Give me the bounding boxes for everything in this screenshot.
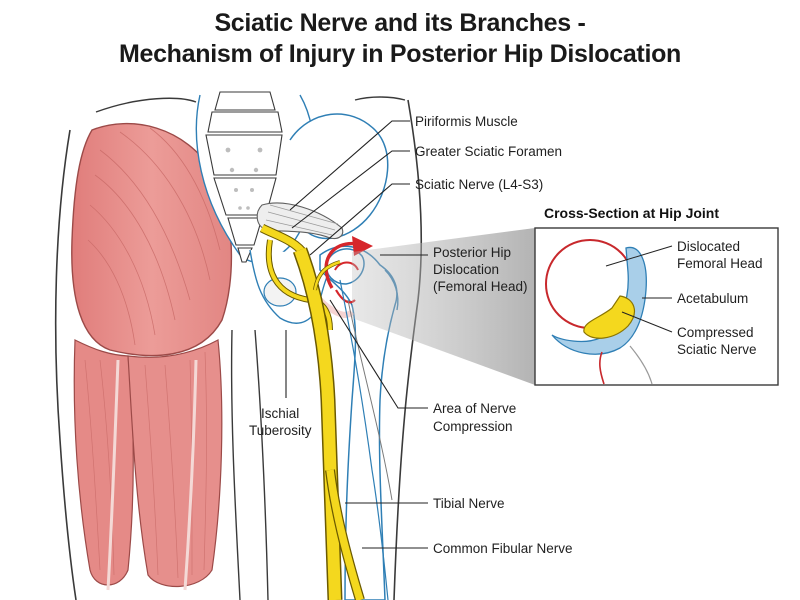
label-dislocation-3: (Femoral Head) bbox=[433, 279, 528, 294]
dislocation-arrow bbox=[324, 236, 373, 289]
label-sciatic-nerve: Sciatic Nerve (L4-S3) bbox=[415, 177, 543, 192]
inset-label-femoral-1: Dislocated bbox=[677, 239, 740, 254]
hamstring-muscles bbox=[73, 339, 223, 591]
leader-lines bbox=[285, 120, 428, 549]
inset-label-femoral-2: Femoral Head bbox=[677, 256, 763, 271]
label-compression-1: Area of Nerve bbox=[433, 401, 516, 416]
sacrum-vertebrae bbox=[205, 91, 283, 263]
title-line-1: Sciatic Nerve and its Branches - bbox=[214, 9, 586, 37]
label-dislocation-2: Dislocation bbox=[433, 262, 499, 277]
body-outline bbox=[54, 96, 422, 600]
label-ischial-1: Ischial bbox=[261, 406, 299, 421]
inset-label-compressed-1: Compressed bbox=[677, 325, 754, 340]
page-title: Sciatic Nerve and its Branches - Mechani… bbox=[0, 8, 800, 70]
inset-beam bbox=[352, 228, 535, 385]
cross-section-inset: Cross-Section at Hip Joint Dislocated Fe… bbox=[534, 205, 779, 386]
label-compression-2: Compression bbox=[433, 419, 513, 434]
label-common-fibular-nerve: Common Fibular Nerve bbox=[433, 541, 573, 556]
label-tibial-nerve: Tibial Nerve bbox=[433, 496, 505, 511]
label-dislocation-1: Posterior Hip bbox=[433, 245, 511, 260]
label-greater-sciatic-foramen: Greater Sciatic Foramen bbox=[415, 144, 562, 159]
inset-heading: Cross-Section at Hip Joint bbox=[544, 205, 719, 221]
inset-label-compressed-2: Sciatic Nerve bbox=[677, 342, 757, 357]
sciatic-nerve bbox=[259, 223, 365, 600]
inset-label-acetabulum: Acetabulum bbox=[677, 291, 748, 306]
label-ischial-2: Tuberosity bbox=[249, 423, 312, 438]
label-piriformis: Piriformis Muscle bbox=[415, 114, 518, 129]
vessels bbox=[339, 279, 393, 600]
title-line-2: Mechanism of Injury in Posterior Hip Dis… bbox=[118, 40, 682, 68]
piriformis-muscle bbox=[256, 202, 344, 240]
